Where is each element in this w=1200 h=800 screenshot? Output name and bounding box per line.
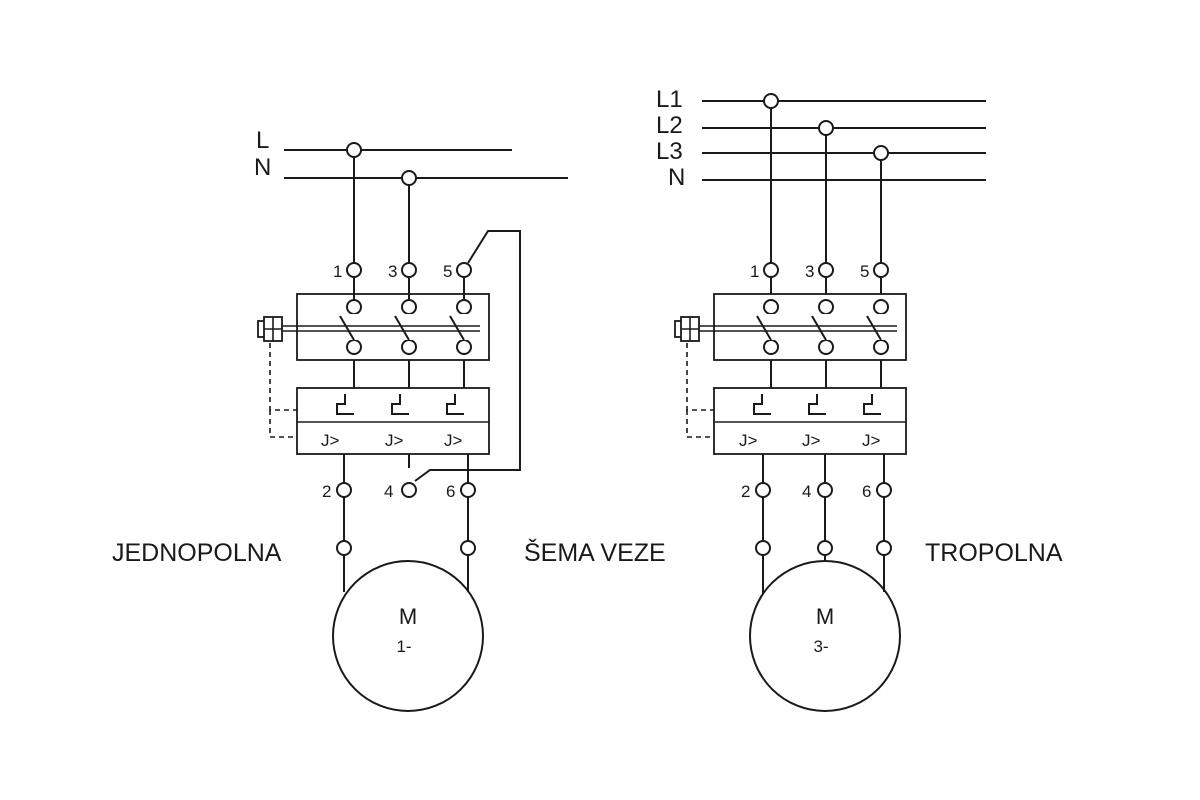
terminal-3: [401, 262, 417, 278]
terminal-2: [755, 482, 771, 498]
motor-label: M: [816, 604, 834, 629]
terminal-label: 6: [862, 482, 871, 501]
junction-node: [346, 142, 362, 158]
terminal-5: [456, 262, 472, 278]
motor-terminal: [460, 540, 476, 556]
switch-contact: [866, 315, 882, 341]
linkage-dashed: [269, 343, 297, 411]
motor-terminal: [876, 540, 892, 556]
motor-terminal: [755, 540, 771, 556]
junction-node: [763, 93, 779, 109]
terminal-1: [346, 262, 362, 278]
motor-phase: 1-: [396, 637, 411, 656]
terminal-label: 1: [333, 262, 342, 281]
line-label-l3: L3: [656, 138, 683, 165]
switch-contact: [756, 315, 772, 341]
terminal-3: [818, 262, 834, 278]
line-label-l: L: [256, 127, 269, 154]
terminal-label: 6: [446, 482, 455, 501]
title-three-phase: TROPOLNA: [925, 539, 1063, 567]
terminal-4: [401, 482, 417, 498]
motor-label: M: [399, 604, 417, 629]
bridge-wire-5-4: [414, 230, 521, 482]
motor-1-phase: [332, 560, 484, 712]
terminal-label: 4: [384, 482, 393, 501]
terminal-6: [460, 482, 476, 498]
motor-3-phase: [749, 560, 901, 712]
terminal-label: 3: [388, 262, 397, 281]
relay-label: J>: [444, 431, 463, 450]
relay-label: J>: [862, 431, 881, 450]
overload-relay-box: [713, 387, 907, 455]
relay-label: J>: [385, 431, 404, 450]
junction-node: [401, 170, 417, 186]
title-single-phase: JEDNOPOLNA: [112, 539, 282, 567]
motor-terminal: [817, 540, 833, 556]
terminal-label: 5: [860, 262, 869, 281]
linkage-dashed: [686, 343, 714, 411]
line-label-n: N: [668, 164, 685, 191]
line-label-l1: L1: [656, 86, 683, 113]
relay-label: J>: [802, 431, 821, 450]
terminal-6: [876, 482, 892, 498]
terminal-label: 2: [322, 482, 331, 501]
terminal-label: 3: [805, 262, 814, 281]
terminal-label: 4: [802, 482, 811, 501]
terminal-1: [763, 262, 779, 278]
terminal-5: [873, 262, 889, 278]
motor-terminal: [336, 540, 352, 556]
terminal-2: [336, 482, 352, 498]
junction-node: [873, 145, 889, 161]
terminal-label: 5: [443, 262, 452, 281]
overload-relay-box: [296, 387, 490, 455]
switch-contact: [449, 315, 465, 341]
terminal-4: [817, 482, 833, 498]
title-center: ŠEMA VEZE: [524, 538, 666, 567]
line-label-n: N: [254, 154, 271, 181]
terminal-label: 1: [750, 262, 759, 281]
relay-label: J>: [739, 431, 758, 450]
junction-node: [818, 120, 834, 136]
switch-contact: [811, 315, 827, 341]
switch-contact: [394, 315, 410, 341]
relay-label: J>: [321, 431, 340, 450]
line-label-l2: L2: [656, 112, 683, 139]
single-phase-diagram: L N 1 3 5: [112, 127, 568, 712]
motor-phase: 3-: [813, 637, 828, 656]
three-phase-diagram: L1 L2 L3 N 1 3 5: [656, 86, 1063, 712]
switch-contact: [339, 315, 355, 341]
terminal-label: 2: [741, 482, 750, 501]
